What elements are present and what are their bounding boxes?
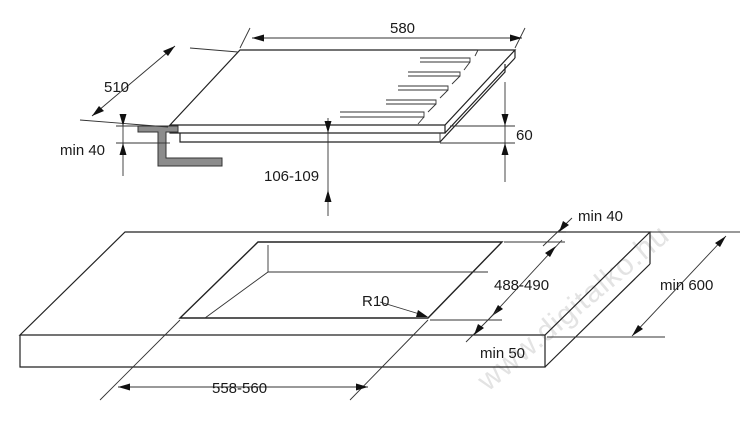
ext-558-left (99, 319, 181, 401)
control-2-side (451, 75, 461, 85)
arrow-488-top (545, 246, 556, 257)
arrow-edge-front (474, 324, 484, 335)
arrow-580-left (252, 34, 264, 42)
control-3 (398, 85, 449, 91)
control-4 (386, 99, 437, 105)
dim-edge-back-line (542, 217, 573, 247)
arrow-600-bottom (632, 325, 643, 336)
cutout-outer (178, 241, 504, 319)
dim-clearance: 106-109 (264, 168, 319, 185)
dim-edge-front-line (465, 309, 499, 343)
ext-510-top (189, 47, 239, 53)
ext-510-bottom (79, 119, 169, 128)
arrow-min40-bottom (119, 143, 127, 155)
dim-cutout-depth: 488-490 (494, 277, 549, 294)
hob-drawing: 580 510 60 min 40 106-109 (60, 20, 533, 216)
dim-edge-back: min 40 (578, 208, 623, 225)
dim-edge-front: min 50 (480, 345, 525, 362)
cutout-inner (204, 271, 488, 319)
hob-controls (340, 49, 490, 125)
arrow-60-bottom (501, 143, 509, 155)
worktop-drawing: R10 min 40 488-490 min 600 min 50 558-56… (18, 208, 740, 401)
arrow-558-left (118, 383, 130, 391)
dim-clamp-thickness: min 40 (60, 142, 105, 159)
arrow-min40-top (119, 114, 127, 126)
dim-cutout-width: 558-560 (212, 380, 267, 397)
control-1 (420, 57, 471, 63)
arrow-r10 (416, 310, 428, 317)
arrow-106-bottom (324, 190, 332, 202)
dim-hob-height: 60 (516, 127, 533, 144)
control-1-side (463, 61, 471, 71)
arrow-510-bottom (92, 106, 104, 116)
hob-side-edge (444, 57, 516, 134)
dim-hob-depth: 510 (104, 79, 129, 96)
control-4-side (427, 103, 437, 113)
arrow-510-top (163, 46, 175, 56)
control-5-side (417, 116, 425, 125)
arrow-600-top (715, 236, 726, 247)
dim-600-line (631, 235, 727, 337)
control-2 (408, 71, 461, 77)
dim-corner-radius: R10 (362, 293, 390, 310)
arrow-558-right (356, 383, 368, 391)
control-3-side (439, 89, 449, 99)
control-top (474, 49, 490, 57)
dim-510-line (91, 45, 176, 117)
dim-worktop-depth: min 600 (660, 277, 713, 294)
worktop-front-face (19, 335, 546, 368)
arrow-580-right (510, 34, 522, 42)
arrow-edge-back (559, 221, 569, 232)
arrow-106-top (324, 121, 332, 133)
hob-front-edge (169, 125, 446, 134)
worktop-side-bottom (544, 263, 651, 368)
ext-580-left (239, 27, 251, 49)
control-5 (340, 111, 425, 118)
fixing-bracket (137, 125, 223, 167)
dim-hob-width: 580 (390, 20, 415, 37)
arrow-60-top (501, 114, 509, 126)
